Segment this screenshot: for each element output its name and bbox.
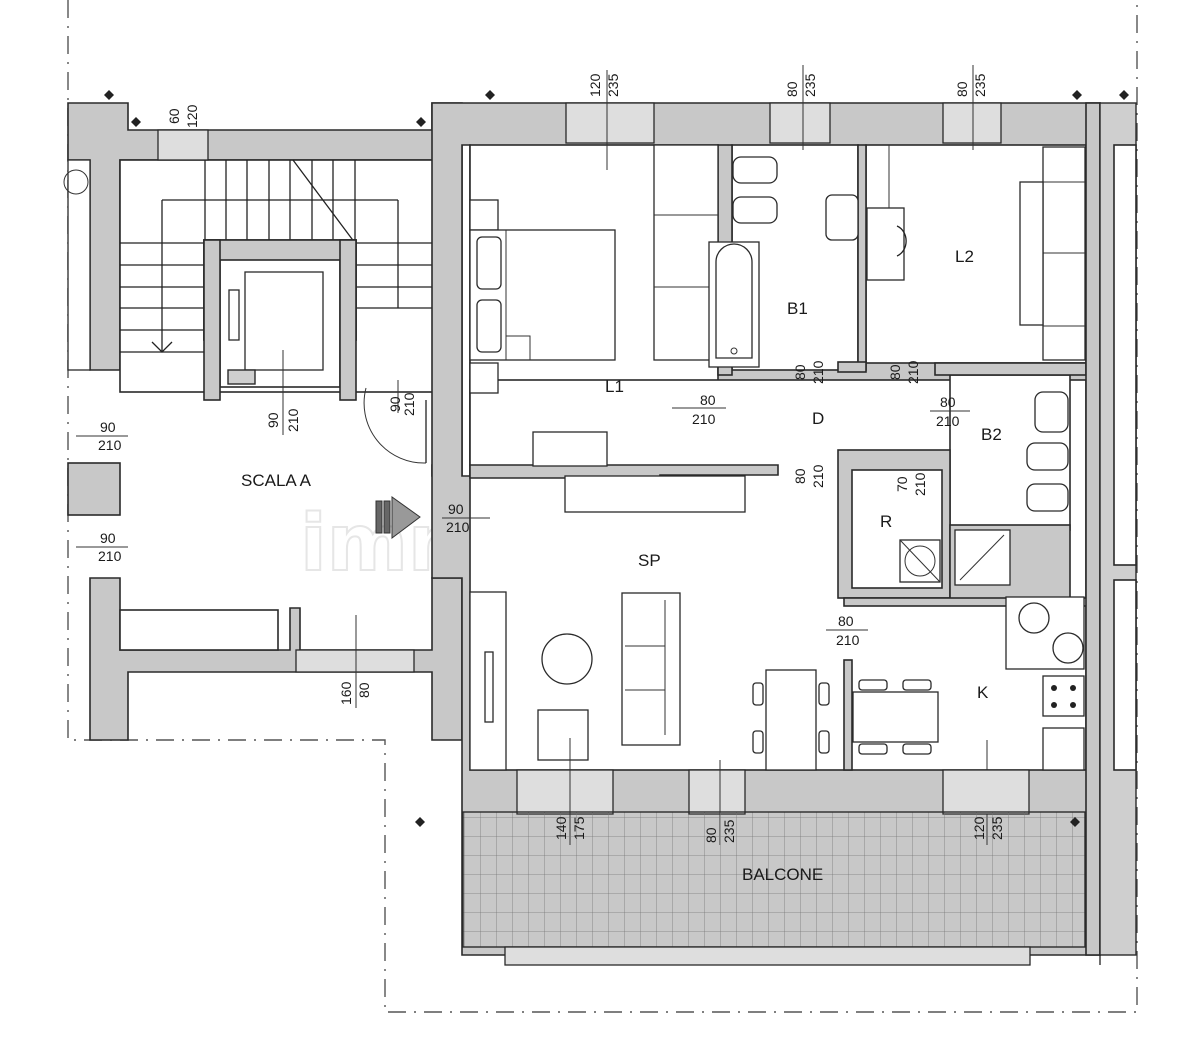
svg-text:160: 160 <box>338 681 354 705</box>
entrance-arrow-icon <box>375 496 421 539</box>
svg-text:120: 120 <box>587 73 603 97</box>
label-balcone: BALCONE <box>742 865 823 884</box>
window-k <box>942 769 1030 815</box>
svg-text:175: 175 <box>571 816 587 840</box>
window-stair-top <box>157 129 209 161</box>
elevator-cab <box>244 271 324 371</box>
svg-text:210: 210 <box>401 392 417 416</box>
label-l2: L2 <box>955 247 974 266</box>
l1-furniture <box>469 144 719 467</box>
svg-text:90: 90 <box>100 530 116 546</box>
sp-furniture <box>469 591 830 771</box>
svg-text:80: 80 <box>838 613 854 629</box>
vertical-dims: 90 210 90 210 80 210 80 210 80 210 70 21… <box>166 73 1005 843</box>
svg-text:140: 140 <box>553 816 569 840</box>
svg-text:80: 80 <box>700 392 716 408</box>
svg-text:80: 80 <box>703 827 719 843</box>
svg-text:235: 235 <box>802 73 818 97</box>
svg-text:210: 210 <box>446 519 470 535</box>
window-l1-top <box>565 102 655 144</box>
window-sp-left <box>516 769 614 815</box>
sofa <box>621 592 681 746</box>
svg-text:90: 90 <box>265 412 281 428</box>
svg-text:210: 210 <box>936 413 960 429</box>
window-stair-bottom <box>295 649 415 673</box>
label-r: R <box>880 512 892 531</box>
single-bed <box>1019 181 1044 326</box>
label-scala-a: SCALA A <box>241 471 312 490</box>
stairwell <box>63 102 463 741</box>
svg-text:120: 120 <box>971 816 987 840</box>
shelf-unit <box>564 475 746 513</box>
window-b1-top <box>769 102 831 144</box>
kitchen-fixtures <box>852 596 1085 845</box>
svg-text:210: 210 <box>810 360 826 384</box>
label-sp: SP <box>638 551 661 570</box>
label-b2: B2 <box>981 425 1002 444</box>
svg-text:210: 210 <box>912 472 928 496</box>
sink-b2 <box>1034 391 1069 433</box>
svg-text:210: 210 <box>98 437 122 453</box>
svg-text:80: 80 <box>792 364 808 380</box>
svg-text:90: 90 <box>100 419 116 435</box>
svg-text:235: 235 <box>989 816 1005 840</box>
sink <box>825 194 859 241</box>
svg-text:90: 90 <box>387 396 403 412</box>
window-sp-right <box>688 769 746 815</box>
desk <box>532 431 608 467</box>
svg-text:120: 120 <box>184 104 200 128</box>
label-d: D <box>812 409 824 428</box>
wardrobe <box>653 144 719 361</box>
svg-text:235: 235 <box>972 73 988 97</box>
svg-text:80: 80 <box>784 81 800 97</box>
svg-text:210: 210 <box>810 464 826 488</box>
window-l2-top <box>942 102 1002 144</box>
svg-text:80: 80 <box>792 468 808 484</box>
svg-text:90: 90 <box>448 501 464 517</box>
svg-text:235: 235 <box>721 819 737 843</box>
desk-l2 <box>866 207 905 281</box>
label-l1: L1 <box>605 377 624 396</box>
kitchen-table <box>852 691 939 743</box>
label-k: K <box>977 683 989 702</box>
property-boundary <box>67 0 1138 1013</box>
svg-text:80: 80 <box>954 81 970 97</box>
coffee-table <box>541 633 593 685</box>
b2-fixtures <box>1026 391 1069 512</box>
toilet <box>732 156 778 184</box>
svg-text:80: 80 <box>887 364 903 380</box>
svg-text:210: 210 <box>285 408 301 432</box>
svg-text:210: 210 <box>905 360 921 384</box>
armchair <box>537 709 589 761</box>
balcony-railing <box>504 946 1031 966</box>
toilet-b2 <box>1026 483 1069 512</box>
svg-text:210: 210 <box>836 632 860 648</box>
b1-fixtures <box>708 156 859 368</box>
svg-text:210: 210 <box>692 411 716 427</box>
dining-table <box>765 669 817 771</box>
svg-text:210: 210 <box>98 548 122 564</box>
svg-text:80: 80 <box>940 394 956 410</box>
svg-text:235: 235 <box>605 73 621 97</box>
bidet-b2 <box>1026 442 1069 471</box>
svg-text:80: 80 <box>356 682 372 698</box>
balcony-floor <box>462 811 1086 948</box>
svg-text:70: 70 <box>894 476 910 492</box>
label-b1: B1 <box>787 299 808 318</box>
bidet <box>732 196 778 224</box>
l2-furniture <box>866 145 1086 361</box>
survey-marker-icons <box>104 90 1129 827</box>
svg-text:60: 60 <box>166 108 182 124</box>
stove <box>1042 675 1085 717</box>
